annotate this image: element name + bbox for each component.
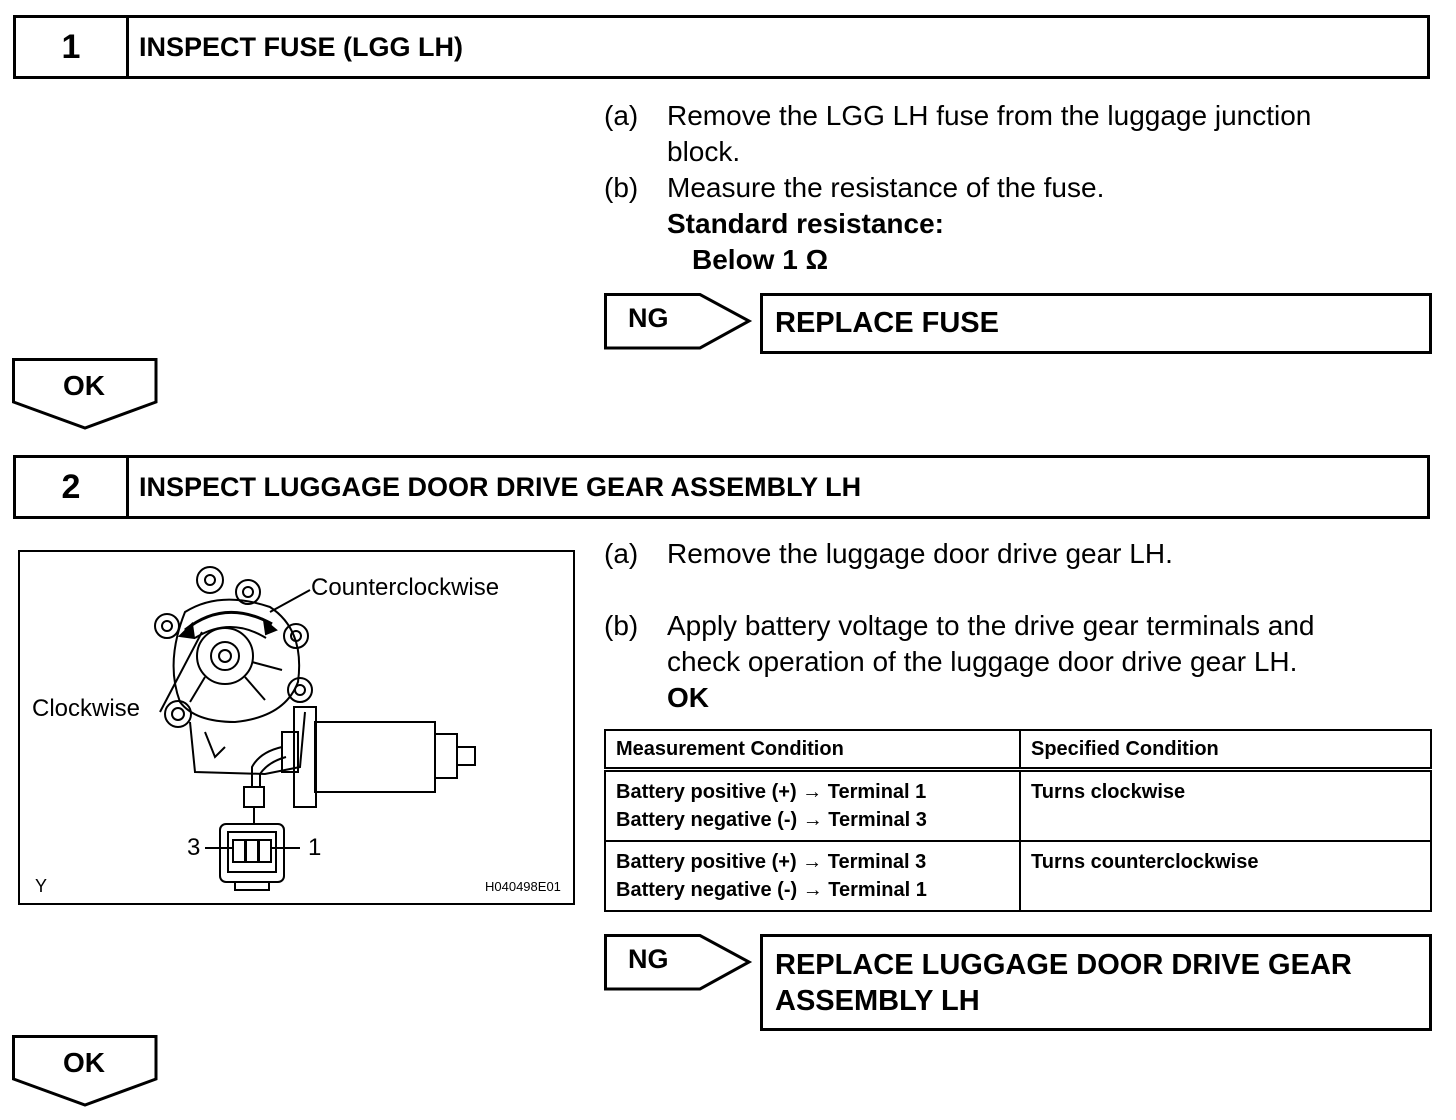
- terminal-text: Terminal 3: [828, 809, 927, 831]
- step1-instr-a-label: (a): [604, 100, 639, 131]
- step2-ok-label: OK: [63, 1047, 105, 1078]
- arrow-icon: →: [802, 851, 823, 873]
- arrow-icon: →: [802, 809, 823, 831]
- ok-arrow-shape: [12, 1035, 158, 1107]
- standard-resistance-value: Below 1 Ω: [692, 244, 829, 275]
- step1-instr-b-label: (b): [604, 172, 639, 203]
- specified-condition-cell: Turns counterclockwise: [1019, 840, 1432, 912]
- label-counterclockwise: Counterclockwise: [311, 574, 500, 601]
- drive-gear-figure: Counterclockwise Clockwise 3 1 Y H040498…: [18, 550, 575, 905]
- terminal-text: Terminal 1: [827, 781, 927, 803]
- step2-ng-label: NG: [628, 944, 669, 974]
- step1-ok-arrow: OK: [12, 358, 160, 432]
- terminal-text: Terminal 3: [827, 851, 927, 873]
- measurement-condition-cell: Battery positive (+) → Terminal 1 Batter…: [604, 768, 1021, 842]
- arrow-icon: →: [802, 781, 823, 803]
- header-specified-condition: Specified Condition: [1019, 729, 1432, 771]
- step2-number: 2: [16, 458, 129, 516]
- step1-title: INSPECT FUSE (LGG LH): [139, 31, 463, 62]
- terminal-3-label: 3: [187, 834, 201, 861]
- step2-instr-a-label: (a): [604, 538, 639, 569]
- step2-title: INSPECT LUGGAGE DOOR DRIVE GEAR ASSEMBLY…: [139, 471, 862, 502]
- step2-instr-b-text: Apply battery voltage to the drive gear …: [667, 610, 1315, 677]
- step1-instructions: (a) Remove the LGG LH fuse from the lugg…: [604, 98, 1404, 278]
- step2-ok-arrow: OK: [12, 1035, 160, 1109]
- ng-arrow-shape: [604, 934, 753, 991]
- drive-gear-illustration: [154, 566, 476, 891]
- step2-ng-arrow: NG: [604, 934, 754, 992]
- step1-number: 1: [16, 18, 129, 76]
- step1-instr-b-text: Measure the resistance of the fuse.: [667, 172, 1105, 203]
- step1-ng-arrow: NG: [604, 293, 754, 351]
- table-row: Battery positive (+) → Terminal 3 Batter…: [604, 840, 1432, 912]
- step1-ng-label: NG: [628, 303, 669, 333]
- specified-condition-cell: Turns clockwise: [1019, 768, 1432, 842]
- step2-ng-result: REPLACE LUGGAGE DOOR DRIVE GEAR ASSEMBLY…: [760, 934, 1432, 1031]
- step2-header: 2 INSPECT LUGGAGE DOOR DRIVE GEAR ASSEMB…: [13, 455, 1430, 519]
- label-clockwise: Clockwise: [32, 695, 141, 722]
- header-measurement-condition: Measurement Condition: [604, 729, 1021, 771]
- figure-corner-label: Y: [35, 876, 48, 896]
- operation-spec-table: Measurement Condition Specified Conditio…: [604, 729, 1432, 912]
- cond-text: Battery negative (-): [616, 879, 798, 901]
- arrow-icon: →: [802, 879, 823, 901]
- table-header-row: Measurement Condition Specified Conditio…: [604, 729, 1432, 771]
- cond-text: Battery positive (+): [616, 781, 797, 803]
- figure-code: H040498E01: [485, 879, 561, 894]
- step1-header: 1 INSPECT FUSE (LGG LH): [13, 15, 1430, 79]
- terminal-1-label: 1: [308, 834, 322, 861]
- cond-text: Battery positive (+): [616, 851, 797, 873]
- standard-resistance-label: Standard resistance:: [667, 208, 944, 239]
- step2-ok-inline: OK: [667, 682, 709, 713]
- cond-text: Battery negative (-): [616, 809, 798, 831]
- ng-arrow-shape: [604, 293, 753, 350]
- step2-instructions: (a) Remove the luggage door drive gear L…: [604, 536, 1404, 716]
- step2-instr-b-label: (b): [604, 610, 639, 641]
- measurement-condition-cell: Battery positive (+) → Terminal 3 Batter…: [604, 840, 1021, 912]
- table-row: Battery positive (+) → Terminal 1 Batter…: [604, 768, 1432, 842]
- step2-instr-a-text: Remove the luggage door drive gear LH.: [667, 538, 1173, 569]
- step1-ok-label: OK: [63, 370, 105, 401]
- terminal-text: Terminal 1: [828, 879, 927, 901]
- ok-arrow-shape: [12, 358, 158, 430]
- step1-ng-result: REPLACE FUSE: [760, 293, 1432, 354]
- step1-instr-a-text: Remove the LGG LH fuse from the luggage …: [667, 100, 1312, 167]
